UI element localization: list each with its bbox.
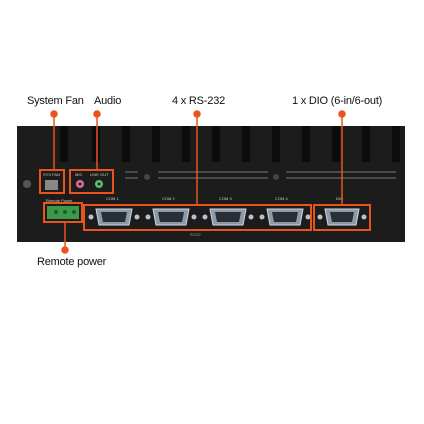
remote-power-highlight (43, 202, 83, 223)
heatsink-fins (60, 126, 400, 162)
leader-lines (50, 110, 346, 254)
remote-power-label: Remote Power (46, 198, 73, 203)
audio-highlight (69, 169, 114, 194)
com4-port (259, 208, 311, 226)
line-out-jack-hole (97, 182, 101, 186)
fan-highlight (39, 169, 65, 194)
mic-label: MIC (75, 172, 82, 177)
com2-label: COM 2 (162, 196, 175, 201)
dio-label: DIO (336, 196, 343, 201)
fan-port-label: SYS FAN (43, 172, 60, 177)
screw-mid-2 (273, 174, 279, 180)
dio-callout: 1 x DIO (6-in/6-out) (292, 95, 383, 107)
screw-mid-1 (144, 174, 150, 180)
com1-label: COM 1 (106, 196, 119, 201)
com4-label: COM 4 (275, 196, 288, 201)
mic-jack-hole (78, 182, 82, 186)
panel-bottom-text: RS232 (190, 233, 201, 237)
terminal-screw-1 (54, 210, 58, 214)
fan-connector (45, 180, 58, 190)
dio-port (317, 208, 367, 226)
terminal-screw-3 (72, 210, 76, 214)
terminal-screw-2 (63, 210, 67, 214)
system-fan-callout: System Fan (27, 95, 84, 107)
com1-port (88, 208, 140, 226)
screw-left (23, 180, 31, 188)
remote-power-terminal (47, 206, 79, 219)
com3-port (202, 208, 254, 226)
audio-callout: Audio (94, 95, 122, 107)
com3-label: COM 3 (219, 196, 232, 201)
com2-port (145, 208, 197, 226)
remote-power-callout: Remote power (37, 256, 107, 268)
line-out-label: LINE OUT (90, 172, 109, 177)
rs232-callout: 4 x RS-232 (172, 95, 226, 107)
vent-holes (125, 171, 396, 179)
